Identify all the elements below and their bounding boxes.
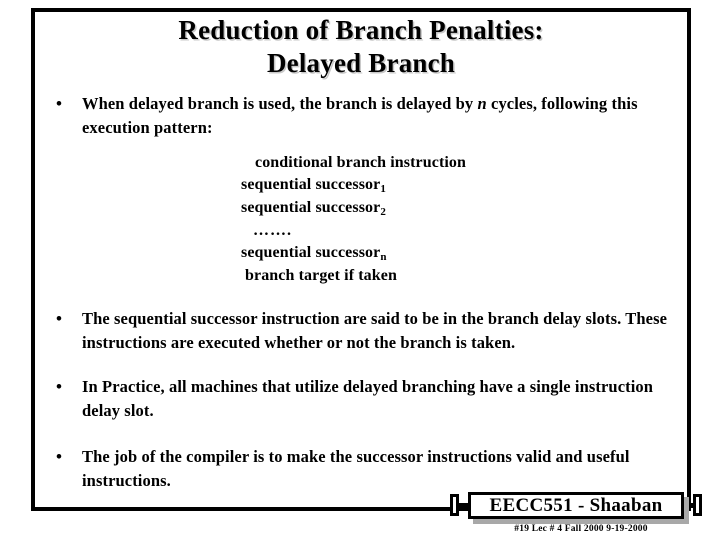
bullet-dot-icon: • (56, 309, 62, 328)
bullet-1-text-after: cycles, following this execution pattern… (82, 94, 638, 137)
banner-box: EECC551 - Shaaban (468, 492, 684, 519)
slide-border-frame (31, 8, 691, 511)
code-line-successor-2: sequential successor2 (237, 197, 657, 220)
bullet-text-4: The job of the compiler is to make the s… (82, 447, 630, 490)
course-instructor-label: EECC551 - Shaaban (489, 494, 663, 516)
bullet-item-1: • When delayed branch is used, the branc… (36, 92, 686, 287)
footer-banner: EECC551 - Shaaban (450, 492, 702, 524)
bullet-dot-icon: • (56, 94, 62, 113)
banner-right-tab (693, 494, 702, 516)
code-line-successor-1: sequential successor1 (237, 174, 657, 197)
bullet-item-2: • The sequential successor instruction a… (36, 307, 686, 355)
bullet-text-3: In Practice, all machines that utilize d… (82, 377, 654, 420)
slide-body: • When delayed branch is used, the branc… (36, 92, 686, 493)
execution-pattern-block: conditional branch instruction sequentia… (237, 152, 657, 287)
bullet-dot-icon: • (56, 447, 62, 466)
code-line-4-text: sequential successor (241, 244, 381, 261)
code-line-2-subscript: 2 (380, 206, 386, 218)
title-line-1: Reduction of Branch Penalties: (178, 15, 544, 45)
code-line-3-text: ……. (253, 222, 292, 239)
bullet-text-1: When delayed branch is used, the branch … (82, 94, 638, 137)
code-line-5-text: branch target if taken (245, 267, 397, 284)
bullet-1-text-before: When delayed branch is used, the branch … (82, 94, 478, 113)
banner-left-tab (450, 494, 459, 516)
page-title: Reduction of Branch Penalties: Delayed B… (36, 14, 686, 80)
code-line-0-text: conditional branch instruction (255, 154, 467, 171)
code-line-branch-target: branch target if taken (237, 265, 657, 287)
code-line-conditional-branch: conditional branch instruction (237, 152, 657, 174)
bullet-text-2: The sequential successor instruction are… (82, 309, 668, 352)
banner-left-stub (459, 503, 469, 508)
bullet-item-4: • The job of the compiler is to make the… (36, 445, 686, 493)
code-line-ellipsis: ……. (237, 220, 657, 242)
footer-meta-line: #19 Lec # 4 Fall 2000 9-19-2000 (514, 524, 648, 534)
code-line-2-text: sequential successor (241, 199, 381, 216)
bullet-dot-icon: • (56, 377, 62, 396)
code-line-4-subscript: n (380, 251, 387, 263)
code-line-1-text: sequential successor (241, 176, 381, 193)
code-line-successor-n: sequential successorn (237, 242, 657, 265)
bullet-1-italic-variable: n (477, 94, 487, 113)
code-line-1-subscript: 1 (380, 183, 386, 195)
title-line-2: Delayed Branch (266, 48, 456, 78)
bullet-item-3: • In Practice, all machines that utilize… (36, 375, 686, 423)
